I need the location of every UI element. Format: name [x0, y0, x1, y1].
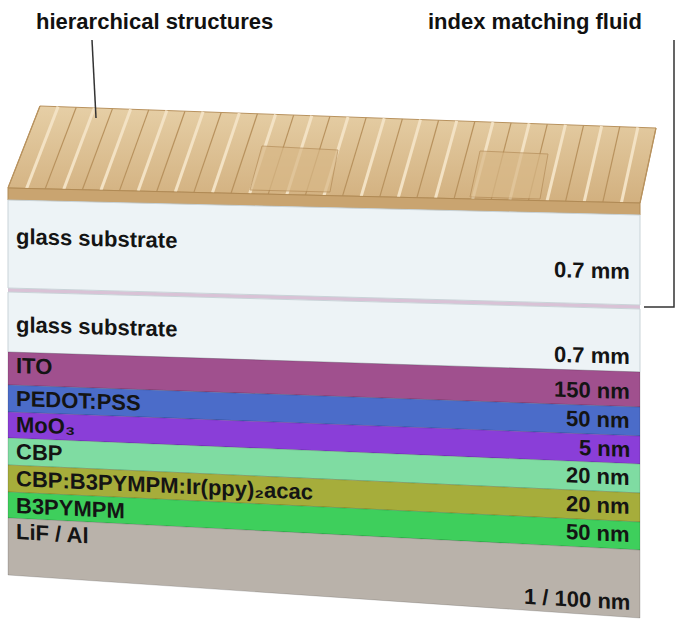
ridge-line — [8, 106, 40, 188]
layer-name: glass substrate — [16, 226, 177, 252]
layer-name: LiF / Al — [16, 521, 89, 547]
layer-thickness: 0.7 mm — [554, 344, 630, 368]
ridge-line — [64, 108, 95, 189]
layer-band: LiF / Al1 / 100 nm — [8, 518, 640, 618]
ridge-line — [175, 112, 203, 192]
label-text: index matching fluid — [428, 10, 642, 34]
ridge-line — [603, 127, 620, 202]
plateau — [250, 146, 338, 192]
ridges — [8, 106, 656, 203]
ridge-line — [120, 110, 149, 191]
ridge-line — [621, 127, 637, 202]
ridge-line — [82, 109, 112, 190]
layer-name: glass substrate — [16, 314, 177, 341]
layer-shape — [8, 200, 640, 305]
ridge-line — [436, 121, 457, 198]
ridge-line — [27, 107, 59, 189]
ridge-line — [398, 120, 420, 198]
layer-name: ITO — [16, 355, 52, 378]
plateau — [470, 151, 548, 199]
layer-name: MoO₃ — [16, 414, 75, 438]
layer-name: CBP — [16, 441, 62, 465]
layer-thickness: 50 nm — [566, 408, 630, 432]
layer-thickness: 50 nm — [566, 521, 630, 546]
ridge-line — [45, 107, 76, 189]
layer-thickness: 0.7 mm — [554, 259, 630, 283]
ridge-line — [361, 118, 384, 196]
layer-thickness: 5 nm — [579, 437, 630, 461]
ridge-line — [547, 125, 565, 201]
leader-line — [92, 40, 96, 118]
layer-thickness: 20 nm — [566, 493, 630, 518]
ridge-line — [343, 118, 367, 196]
ridge-line — [584, 126, 601, 202]
layer-thickness: 20 nm — [566, 464, 630, 489]
ridge-line — [566, 125, 584, 201]
leader-line — [644, 40, 674, 307]
ridge-line — [138, 111, 167, 192]
layer-thickness: 150 nm — [554, 378, 630, 403]
ridge-line — [380, 119, 403, 197]
structure-top — [8, 106, 656, 203]
layer-name: PEDOT:PSS — [16, 388, 141, 415]
label-text: hierarchical structures — [36, 10, 273, 34]
ridge-line — [101, 109, 131, 190]
ridge-line — [417, 120, 439, 197]
ridge-line — [640, 128, 656, 203]
layer-band: glass substrate 0.7 mm — [8, 200, 640, 305]
